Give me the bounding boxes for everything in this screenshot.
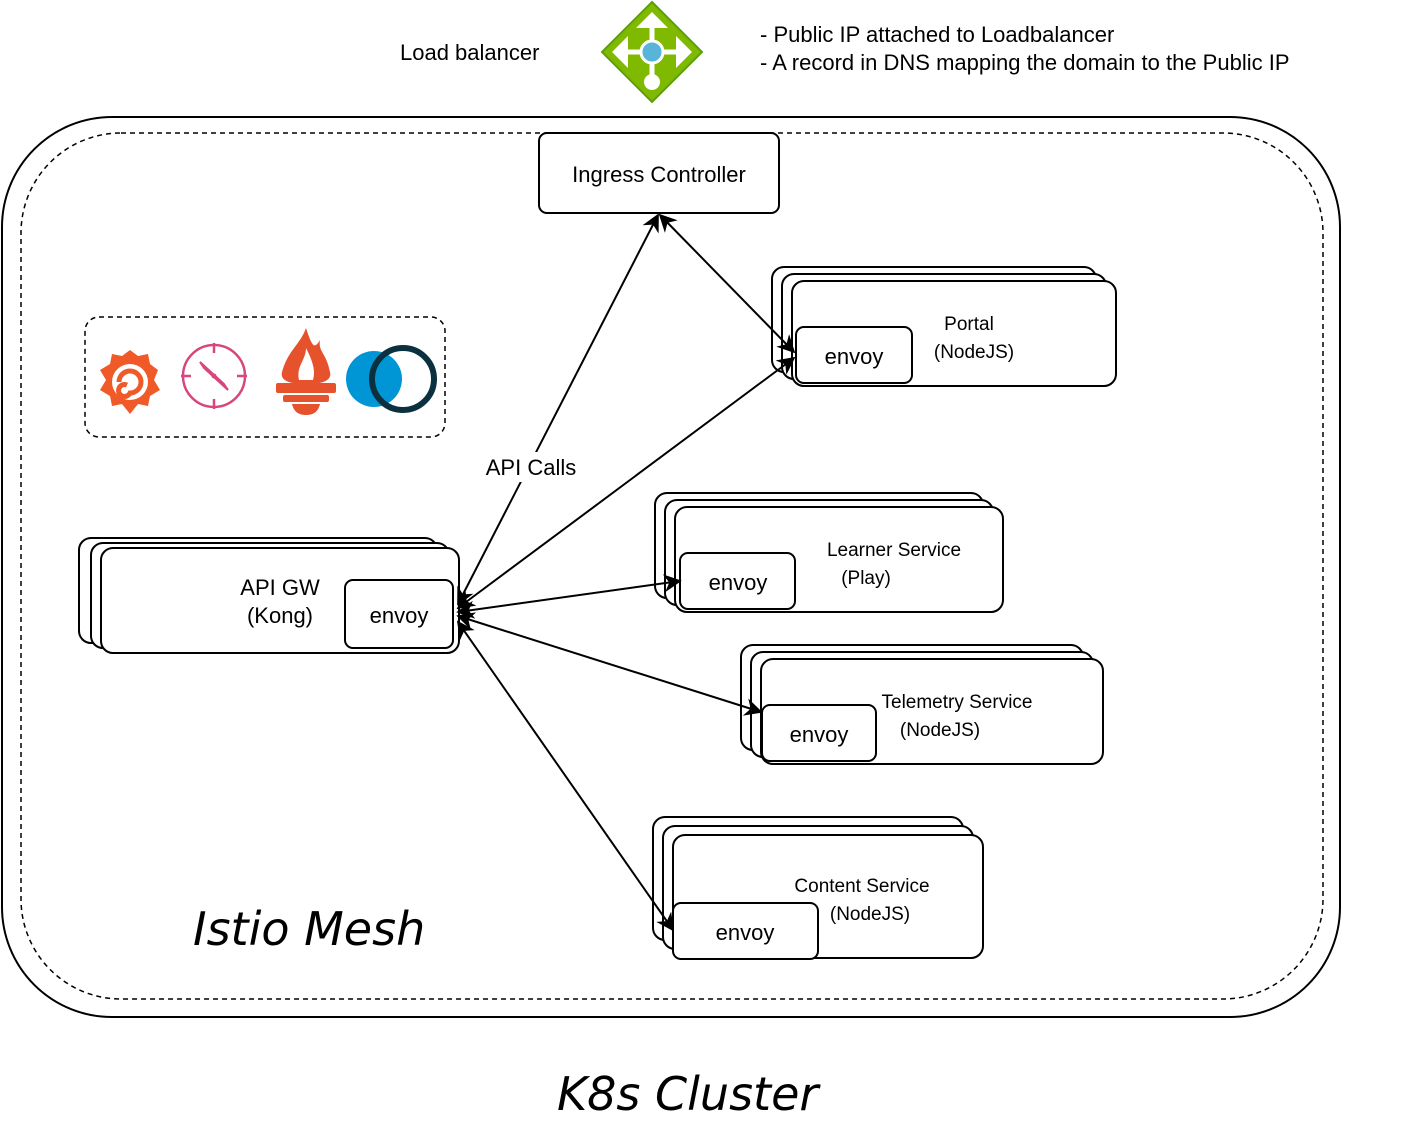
observability-panel — [84, 316, 446, 438]
load-balancer-note-1: - Public IP attached to Loadbalancer — [760, 22, 1114, 47]
api-gateway-stack: API GW (Kong) envoy — [78, 537, 460, 654]
content-service-name: Content Service — [794, 876, 929, 897]
edge-ingress-portal — [658, 213, 796, 354]
portal-stack: Portal (NodeJS) envoy — [771, 266, 1117, 387]
grafana-icon — [100, 350, 160, 414]
k8s-cluster-label: K8s Cluster — [557, 1067, 821, 1121]
ingress-controller-box: Ingress Controller — [538, 132, 780, 214]
prometheus-icon — [276, 328, 336, 415]
telemetry-service-stack: Telemetry Service (NodeJS) envoy — [740, 644, 1104, 765]
learner-service-stack: Learner Service (Play) envoy — [654, 492, 1004, 613]
learner-envoy-label: envoy — [709, 570, 768, 595]
edge-apigw-ingress — [457, 213, 659, 606]
k8s-cluster-boundary — [1, 116, 1341, 1018]
load-balancer-icon — [600, 0, 704, 104]
learner-service-name: Learner Service — [827, 540, 961, 561]
content-service-stack: Content Service (NodeJS) envoy — [652, 816, 984, 960]
telemetry-service-sub: (NodeJS) — [900, 720, 980, 741]
istio-mesh-label: Istio Mesh — [193, 902, 425, 956]
portal-envoy-label: envoy — [825, 344, 884, 369]
api-gateway-envoy-box — [344, 579, 454, 649]
load-balancer-note-2: - A record in DNS mapping the domain to … — [760, 50, 1290, 75]
edge-apigw-telemetry — [456, 612, 763, 716]
kiali-icon — [181, 343, 247, 409]
ingress-controller-label: Ingress Controller — [572, 162, 746, 187]
api-calls-label-bg — [478, 452, 584, 482]
telemetry-envoy-box — [761, 704, 877, 762]
content-service-sub: (NodeJS) — [830, 904, 910, 925]
load-balancer-label: Load balancer — [400, 40, 539, 65]
edge-apigw-content — [456, 620, 675, 932]
api-gateway-envoy-label: envoy — [370, 603, 429, 628]
content-envoy-label: envoy — [716, 920, 775, 945]
telemetry-service-name: Telemetry Service — [882, 692, 1033, 713]
edge-apigw-learner — [456, 574, 682, 619]
api-gateway-sub: (Kong) — [247, 603, 313, 628]
portal-sub: (NodeJS) — [934, 342, 1014, 363]
jaeger-icon — [346, 345, 437, 413]
api-gateway-name: API GW — [240, 575, 320, 600]
learner-service-sub: (Play) — [841, 568, 891, 589]
api-calls-label: API Calls — [486, 455, 576, 480]
telemetry-envoy-label: envoy — [790, 722, 849, 747]
portal-envoy-box — [795, 326, 913, 384]
edge-apigw-portal — [456, 356, 796, 610]
portal-name: Portal — [944, 314, 994, 335]
